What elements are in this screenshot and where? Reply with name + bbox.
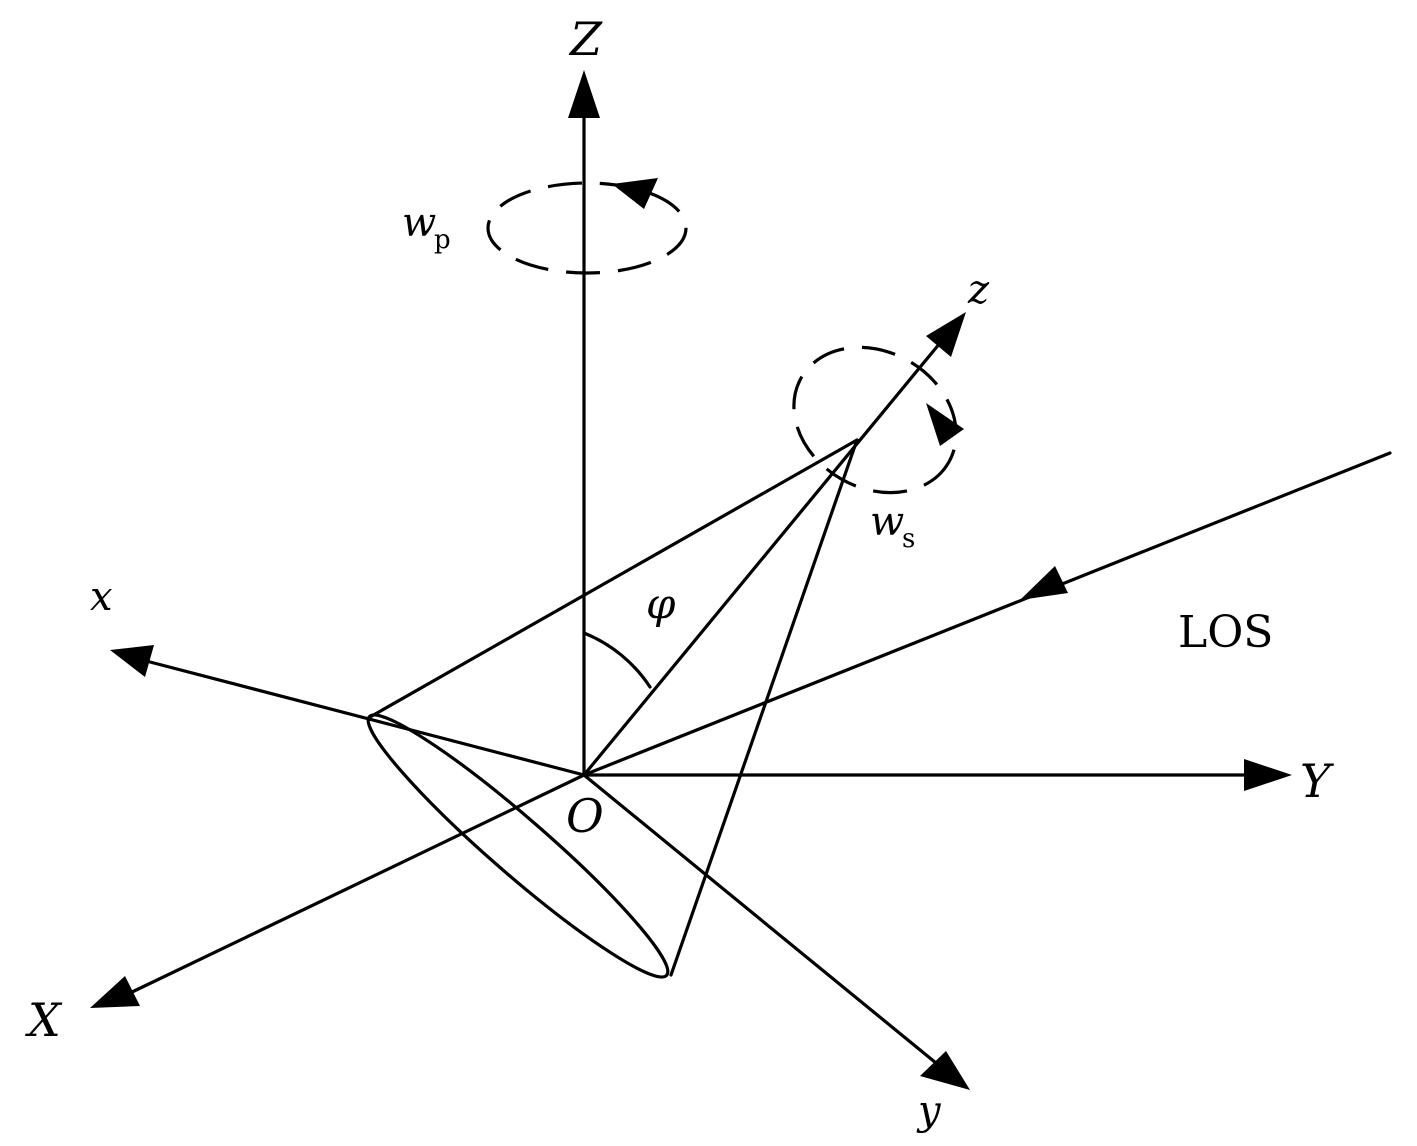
- label-wp-subscript: p: [434, 225, 451, 255]
- label-ws-subscript: s: [902, 524, 915, 554]
- axis-Z: [568, 70, 600, 777]
- spin-rotation-indicator: [792, 345, 964, 495]
- label-x: x: [90, 574, 113, 620]
- axis-X: [90, 773, 586, 1008]
- axis-z: [582, 312, 966, 777]
- axis-y: [582, 773, 970, 1090]
- label-z: z: [967, 267, 990, 313]
- label-Z: Z: [568, 12, 603, 66]
- label-wp-symbol: w: [402, 200, 436, 246]
- cone-angle-arc: [582, 631, 652, 689]
- line-of-sight: [582, 451, 1392, 777]
- label-cone-angle-phi: φ: [646, 579, 676, 628]
- label-LOS: LOS: [1178, 607, 1273, 658]
- label-precession-rate: w p: [402, 200, 451, 255]
- label-Y: Y: [1300, 754, 1335, 808]
- label-origin-O: O: [566, 789, 604, 843]
- coning-cone: [366, 438, 859, 979]
- axis-x: [110, 645, 586, 777]
- axis-Y: [582, 759, 1292, 791]
- label-X: X: [25, 993, 63, 1047]
- label-y: y: [916, 1088, 942, 1134]
- label-spin-rate: w s: [870, 499, 915, 554]
- precession-rotation-indicator: [486, 178, 688, 275]
- label-ws-symbol: w: [870, 499, 904, 545]
